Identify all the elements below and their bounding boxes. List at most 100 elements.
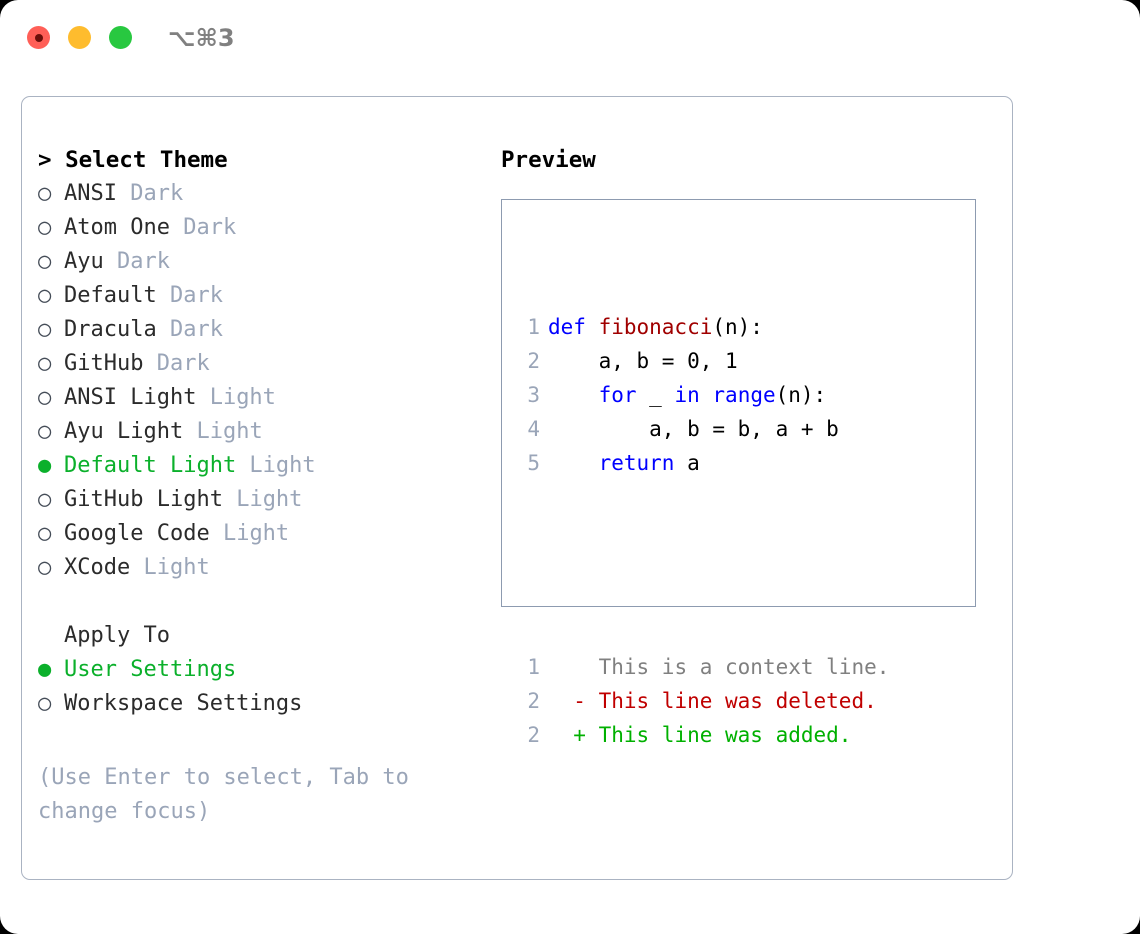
code-token: in	[674, 383, 700, 407]
theme-variant-tag: Dark	[169, 215, 237, 240]
code-token: (n):	[712, 315, 763, 339]
code-token: a, b = 0, 1	[548, 349, 738, 373]
theme-list-item[interactable]: ● Default Light Light	[38, 449, 488, 483]
diff-sample: 1 This is a context line.2 - This line w…	[518, 650, 889, 752]
diff-line: 2 + This line was added.	[518, 718, 889, 752]
line-number: 3	[527, 383, 540, 407]
code-token: (n):	[775, 383, 827, 407]
radio-unselected-icon[interactable]: ○	[38, 691, 52, 716]
theme-variant-tag: Dark	[143, 351, 210, 376]
theme-list-item[interactable]: ○ XCode Light	[38, 551, 488, 585]
radio-unselected-icon[interactable]: ○	[38, 249, 52, 274]
code-blank-line	[518, 548, 889, 582]
radio-unselected-icon[interactable]: ○	[38, 419, 52, 444]
preview-title: Preview	[501, 147, 596, 173]
code-line: 4 a, b = b, a + b	[518, 412, 889, 446]
theme-name-label: Default Light	[64, 453, 237, 478]
list-spacer	[38, 585, 488, 619]
radio-unselected-icon[interactable]: ○	[38, 385, 52, 410]
line-number: 1	[527, 655, 540, 679]
diff-line: 2 - This line was deleted.	[518, 684, 889, 718]
radio-unselected-icon[interactable]: ○	[38, 283, 52, 308]
diff-sign: -	[548, 689, 586, 713]
theme-variant-tag: Dark	[116, 181, 184, 206]
code-line: 3 for _ in range(n):	[518, 378, 889, 412]
radio-unselected-icon[interactable]: ○	[38, 317, 52, 342]
theme-list: ○ANSI Dark○Atom One Dark○Ayu Dark○Defaul…	[38, 177, 488, 585]
code-token: range	[712, 383, 776, 407]
code-line: 5 return a	[518, 446, 889, 480]
radio-unselected-icon[interactable]: ○	[38, 555, 52, 580]
radio-unselected-icon[interactable]: ○	[38, 181, 52, 206]
line-number: 2	[527, 689, 540, 713]
maximize-button-icon[interactable]	[109, 26, 132, 49]
theme-name-label: Ayu	[64, 249, 104, 274]
keyboard-shortcut-label: ⌥⌘3	[168, 24, 235, 52]
diff-text: This line was deleted.	[585, 689, 877, 713]
title-bar: ⌥⌘3	[0, 0, 1140, 78]
radio-unselected-icon[interactable]: ○	[38, 521, 52, 546]
code-token: a	[674, 451, 700, 475]
theme-name-label: GitHub Light	[64, 487, 223, 512]
apply-to-item[interactable]: ● User Settings	[38, 653, 488, 687]
theme-list-item[interactable]: ○GitHub Dark	[38, 347, 488, 381]
radio-selected-icon[interactable]: ●	[38, 657, 52, 682]
main-panel: > Select Theme ○ANSI Dark○Atom One Dark○…	[21, 96, 1013, 880]
minimize-button-icon[interactable]	[68, 26, 91, 49]
code-token	[700, 383, 713, 407]
diff-line: 1 This is a context line.	[518, 650, 889, 684]
line-number: 2	[527, 349, 540, 373]
diff-sign: +	[548, 723, 586, 747]
close-button-icon[interactable]	[27, 26, 50, 49]
line-number: 4	[527, 417, 540, 441]
apply-to-list: ● User Settings ○ Workspace Settings	[38, 653, 488, 721]
theme-list-item[interactable]: ○ANSI Dark	[38, 177, 488, 211]
apply-to-item[interactable]: ○ Workspace Settings	[38, 687, 488, 721]
theme-variant-tag: Dark	[156, 283, 223, 308]
theme-variant-tag: Light	[183, 419, 263, 444]
code-token	[548, 383, 599, 407]
theme-name-label: XCode	[64, 555, 131, 580]
apply-to-label: Workspace Settings	[64, 691, 303, 716]
radio-selected-icon[interactable]: ●	[38, 453, 52, 478]
theme-variant-tag: Light	[236, 453, 316, 478]
code-token	[548, 451, 599, 475]
theme-name-label: Default	[64, 283, 157, 308]
theme-list-item[interactable]: ○ Dracula Dark	[38, 313, 488, 347]
code-token: def	[548, 315, 599, 339]
theme-list-item[interactable]: ○Atom One Dark	[38, 211, 488, 245]
theme-name-label: Dracula	[64, 317, 157, 342]
theme-list-item[interactable]: ○ Ayu Dark	[38, 245, 488, 279]
theme-list-item[interactable]: ○ Google Code Light	[38, 517, 488, 551]
theme-variant-tag: Light	[130, 555, 210, 580]
traffic-lights	[27, 26, 132, 49]
theme-variant-tag: Light	[222, 487, 303, 512]
code-line: 2 a, b = 0, 1	[518, 344, 889, 378]
theme-name-label: ANSI Light	[64, 385, 197, 410]
theme-list-item[interactable]: ○ GitHub Light Light	[38, 483, 488, 517]
code-token: a, b = b, a + b	[548, 417, 839, 441]
theme-list-item[interactable]: ○ Default Dark	[38, 279, 488, 313]
theme-name-label: Ayu Light	[64, 419, 184, 444]
theme-name-label: Google Code	[64, 521, 210, 546]
diff-sign	[548, 655, 586, 679]
code-token: for	[598, 383, 637, 407]
theme-variant-tag: Light	[196, 385, 276, 410]
theme-list-item[interactable]: ○ Ayu Light Light	[38, 415, 488, 449]
theme-variant-tag: Light	[209, 521, 290, 546]
apply-to-label: User Settings	[64, 657, 237, 682]
radio-unselected-icon[interactable]: ○	[38, 351, 52, 376]
line-number: 5	[527, 451, 540, 475]
theme-list-item[interactable]: ○ ANSI Light Light	[38, 381, 488, 415]
radio-unselected-icon[interactable]: ○	[38, 215, 52, 240]
code-token: fibonacci	[598, 315, 713, 339]
theme-variant-tag: Dark	[156, 317, 223, 342]
radio-unselected-icon[interactable]: ○	[38, 487, 52, 512]
line-number: 1	[527, 315, 540, 339]
theme-variant-tag: Dark	[103, 249, 170, 274]
